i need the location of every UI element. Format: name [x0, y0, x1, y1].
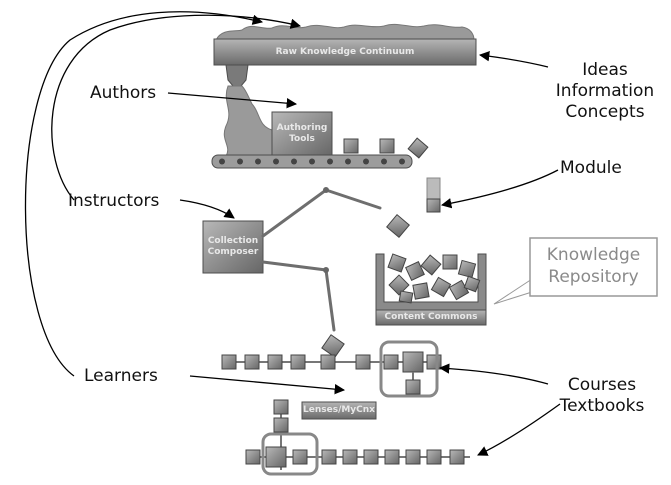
knowledge-line: Knowledge	[546, 245, 641, 265]
knowledge-cloud	[215, 23, 475, 41]
learners-label: Learners	[84, 366, 158, 386]
concepts-line: Concepts	[565, 102, 645, 122]
module-label: Module	[560, 158, 622, 178]
conveyor-rollers	[219, 158, 405, 165]
content-commons-label: Content Commons	[384, 312, 478, 322]
repository-callout-box	[529, 237, 658, 297]
information-line: Information	[555, 81, 655, 101]
falling-block	[407, 137, 429, 159]
courses-line: Courses	[567, 375, 637, 395]
ideas-line: Ideas	[582, 60, 628, 80]
authoring-tools-line-1: Authoring	[276, 123, 328, 133]
authoring-tools-line-2: Tools	[289, 134, 315, 144]
robot-arm	[261, 188, 382, 332]
collection-composer-line-2: Composer	[207, 247, 259, 257]
arm-held-block-top	[386, 214, 410, 238]
ideas-information-concepts-label: Ideas Information Concepts	[545, 60, 665, 123]
conveyor-block	[379, 138, 395, 154]
course-highlight-upper	[379, 340, 439, 398]
instructors-label: Instructors	[68, 191, 160, 211]
course-chain-upper	[221, 351, 442, 395]
collection-composer-label: Collection Composer	[203, 221, 263, 273]
courses-textbooks-label: Courses Textbooks	[542, 375, 662, 417]
lenses-mycnx-box	[301, 401, 377, 420]
textbooks-line: Textbooks	[559, 396, 645, 416]
authoring-tools-box	[271, 111, 333, 157]
module-block	[426, 198, 441, 213]
textbook-highlight-lower	[261, 432, 319, 476]
knowledge-repository-label: Knowledge Repository	[532, 244, 655, 288]
authoring-tools-label: Authoring Tools	[272, 112, 332, 156]
repository-blocks	[387, 253, 481, 304]
raw-knowledge-continuum-label: Raw Knowledge Continuum	[275, 46, 415, 57]
smoke-column	[223, 85, 273, 157]
content-commons-base	[375, 309, 487, 326]
lenses-mycnx-label: Lenses/MyCnx	[303, 405, 375, 415]
repository-line: Repository	[548, 267, 639, 287]
funnel	[225, 64, 249, 87]
repository-callout-pointer	[493, 278, 533, 305]
arm-held-block-bottom	[321, 334, 345, 358]
authors-label: Authors	[90, 83, 157, 103]
conveyor-block	[343, 138, 359, 154]
textbook-chain-lower	[245, 446, 470, 468]
raw-knowledge-bar	[213, 38, 477, 66]
collection-composer-box	[202, 220, 264, 274]
collection-composer-line-1: Collection	[207, 236, 259, 246]
connector-arrows	[24, 11, 561, 456]
